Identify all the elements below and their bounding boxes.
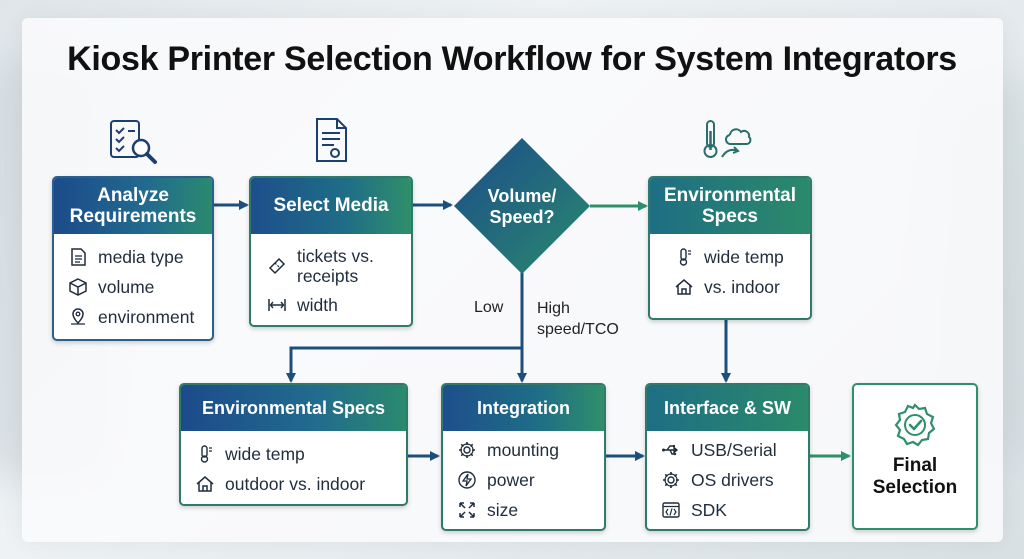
thermometer-icon (200, 445, 212, 463)
document-icon (71, 248, 86, 266)
edge-label-high: High speed/TCO (537, 300, 619, 338)
checklist-magnifier-icon (110, 120, 157, 164)
node-title: Interface & SW (647, 385, 808, 431)
node-final-selection: Final Selection (852, 383, 978, 530)
width-arrows-icon (268, 299, 286, 311)
list-item: vs. indoor (674, 272, 810, 302)
house-icon (196, 476, 214, 492)
node-title: Select Media (251, 178, 411, 234)
list-item: tickets vs. receipts (267, 242, 411, 290)
list-item: OS drivers (661, 465, 808, 495)
list-item: power (457, 465, 604, 495)
list-item: size (457, 495, 604, 525)
node-title: Analyze Requirements (54, 178, 212, 234)
document-icon (316, 118, 347, 162)
list-item: USB/Serial (661, 435, 808, 465)
decision-label: Volume/ Speed? (487, 186, 557, 227)
list-item: environment (68, 302, 212, 332)
node-environmental-specs-bottom: Environmental Specs wide temp outdoor vs… (179, 383, 408, 506)
power-bolt-icon (458, 471, 476, 489)
page-title: Kiosk Printer Selection Workflow for Sys… (67, 40, 957, 78)
house-icon (675, 279, 693, 295)
check-badge-icon (894, 403, 936, 447)
decision-diamond (454, 138, 590, 274)
ticket-icon (268, 257, 286, 275)
code-window-icon (662, 502, 680, 518)
list-item: volume (68, 272, 212, 302)
list-item: SDK (661, 495, 808, 525)
node-environmental-specs-top: Environmental Specs wide temp vs. indoor (648, 176, 812, 320)
list-item: wide temp (195, 439, 406, 469)
node-analyze-requirements: Analyze Requirements media type volume e… (52, 176, 214, 341)
node-interface-sw: Interface & SW USB/Serial OS drivers SDK (645, 383, 810, 531)
box-icon (69, 278, 87, 296)
thermometer-weather-icon (703, 120, 752, 158)
list-item: media type (68, 242, 212, 272)
list-item: outdoor vs. indoor (195, 469, 406, 499)
node-integration: Integration mounting power size (441, 383, 606, 531)
list-item: wide temp (674, 242, 810, 272)
node-title: Final Selection (872, 455, 958, 498)
node-select-media: Select Media tickets vs. receipts width (249, 176, 413, 327)
node-title: Integration (443, 385, 604, 431)
usb-icon (662, 445, 679, 456)
edge-label-low: Low (474, 299, 504, 316)
location-pin-icon (71, 308, 85, 325)
thermometer-icon (679, 248, 691, 266)
node-title: Environmental Specs (650, 178, 810, 234)
gear-icon (459, 442, 475, 458)
list-item: mounting (457, 435, 604, 465)
list-item: width (267, 290, 411, 320)
arrow-decision-low (286, 272, 524, 383)
node-title: Environmental Specs (181, 385, 406, 431)
gear-icon (663, 472, 679, 488)
resize-arrows-icon (459, 502, 475, 518)
